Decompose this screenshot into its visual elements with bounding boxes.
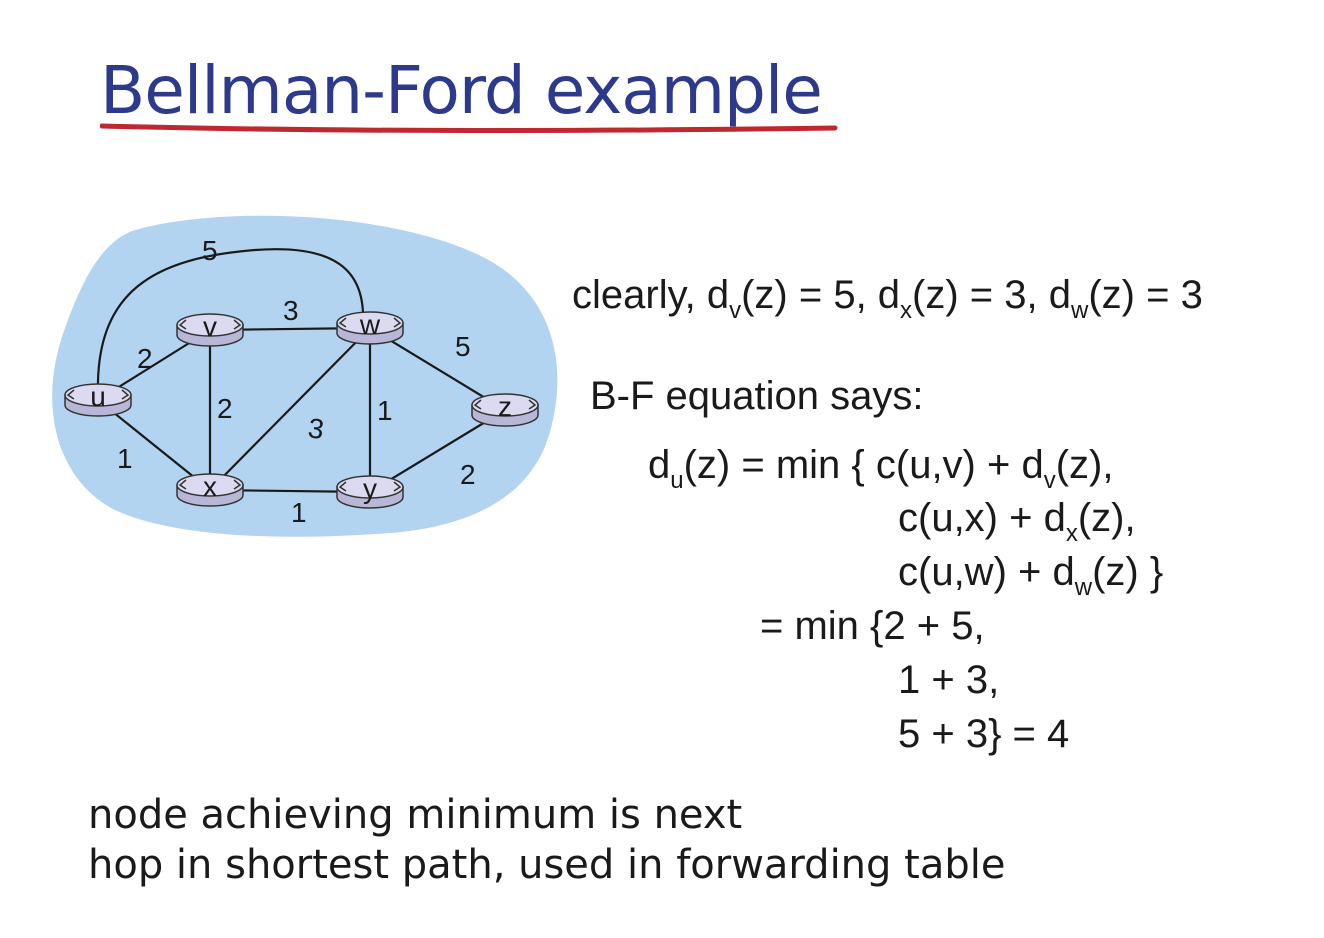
router-node-u: u xyxy=(64,381,132,417)
router-node-v: v xyxy=(176,311,244,347)
network-graph: 2 1 5 3 2 3 1 1 5 2 u v w x y z xyxy=(52,215,558,537)
router-label-w: w xyxy=(359,309,381,340)
router-label-u: u xyxy=(90,381,106,412)
router-label-z: z xyxy=(498,391,512,422)
equation-line-6: 5 + 3} = 4 xyxy=(898,712,1070,756)
edge-weight-u-w: 5 xyxy=(202,235,218,266)
edge-weight-x-y: 1 xyxy=(291,497,307,528)
edge-weight-v-w: 3 xyxy=(283,295,299,326)
equation-line-2: c(u,x) + dx(z), xyxy=(898,496,1136,547)
network-cloud xyxy=(52,215,558,537)
slide-title: Bellman-Ford example xyxy=(100,52,823,129)
router-label-y: y xyxy=(363,473,377,504)
equation-line-4: = min {2 + 5, xyxy=(760,604,985,648)
equation-line-1: du(z) = min { c(u,v) + dv(z), xyxy=(648,443,1114,494)
footer-line-1: node achieving minimum is next xyxy=(88,792,743,838)
bf-heading: B-F equation says: xyxy=(590,374,924,418)
edge-weight-v-x: 2 xyxy=(217,393,233,424)
edge-x-w xyxy=(209,327,371,491)
router-node-z: z xyxy=(471,391,539,427)
equation-line-5: 1 + 3, xyxy=(898,658,1000,702)
router-label-x: x xyxy=(203,471,217,502)
equation-line-3: c(u,w) + dw(z) } xyxy=(898,550,1164,601)
router-node-y: y xyxy=(336,473,404,509)
title-underline xyxy=(100,123,838,133)
edge-u-x xyxy=(97,399,211,491)
clearly-line: clearly, dv(z) = 5, dx(z) = 3, dw(z) = 3 xyxy=(572,273,1203,324)
edge-weight-u-v: 2 xyxy=(137,343,153,374)
edge-weight-x-w: 3 xyxy=(306,412,326,445)
router-node-x: x xyxy=(176,471,244,507)
edge-weight-w-z: 5 xyxy=(455,331,471,362)
edge-weight-y-z: 2 xyxy=(460,459,476,490)
edge-weight-u-x: 1 xyxy=(117,443,133,474)
edge-u-w xyxy=(96,248,365,396)
router-node-w: w xyxy=(336,309,404,345)
router-label-v: v xyxy=(203,311,217,342)
footer-line-2: hop in shortest path, used in forwarding… xyxy=(88,842,1006,888)
edge-weight-w-y: 1 xyxy=(377,395,393,426)
